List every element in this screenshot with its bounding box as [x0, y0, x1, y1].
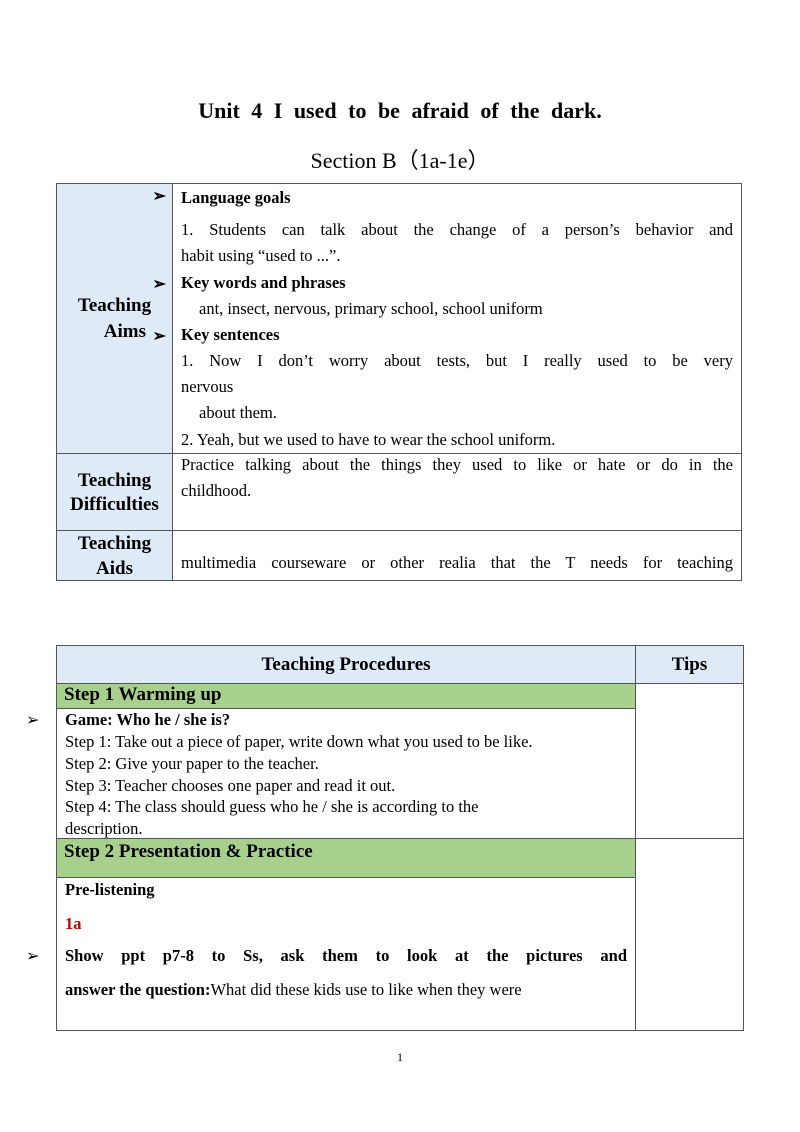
sentence-text: nervous: [181, 377, 234, 396]
key-words-text: ant, insect, nervous, primary school, sc…: [199, 299, 543, 318]
aims-label-1: Teaching: [77, 295, 152, 316]
game-title: Game: Who he / she is?: [65, 710, 231, 729]
step-line: Step 2: Give your paper to the teacher.: [65, 754, 319, 773]
step2-heading: Step 2 Presentation & Practice: [56, 838, 636, 878]
page-title: Unit 4 I used to be afraid of the dark.: [198, 98, 602, 123]
step2-content-cell: Pre-listening 1a ➢ Show ppt p7-8 to Ss, …: [26, 877, 636, 1031]
activity-instruction: answer the question:What did these kids …: [65, 980, 627, 1000]
difficulties-text: Practice talking about the things they u…: [181, 455, 733, 474]
teaching-info-table: Teaching Aims ➢ ➢ ➢ Language goals 1. St…: [56, 183, 742, 581]
activity-instruction: Show ppt p7-8 to Ss, ask them to look at…: [65, 946, 627, 965]
goal-text: habit using “used to ...”.: [181, 246, 341, 265]
difficulties-label-cell: Teaching Difficulties: [56, 453, 173, 531]
language-goals-heading: Language goals: [181, 188, 291, 207]
step1-content-cell: ➢ Game: Who he / she is? Step 1: Take ou…: [26, 708, 636, 839]
procedures-table: Teaching Procedures Tips Step 1 Warming …: [26, 645, 744, 1031]
sentence-text: 1. Now I don’t worry about tests, but I …: [181, 351, 733, 370]
step-line: Step 3: Teacher chooses one paper and re…: [65, 776, 396, 795]
step1-heading: Step 1 Warming up: [56, 683, 636, 709]
aids-label-2: Aids: [96, 558, 133, 579]
arrow-bullet-icon: ➢: [152, 328, 166, 345]
arrow-bullet-icon: ➢: [26, 948, 40, 965]
difficulties-text: childhood.: [181, 481, 252, 500]
aids-text: multimedia courseware or other realia th…: [181, 553, 733, 572]
difficulties-content-cell: Practice talking about the things they u…: [172, 453, 742, 531]
activity-1a-label: 1a: [65, 914, 82, 933]
aims-content-cell: Language goals 1. Students can talk abou…: [172, 183, 742, 454]
step2-tips-cell: [635, 838, 744, 1031]
procedures-header: Teaching Procedures: [56, 645, 636, 684]
arrow-bullet-icon: ➢: [26, 712, 40, 729]
sentence-text: 2. Yeah, but we used to have to wear the…: [181, 430, 556, 449]
key-sentences-heading: Key sentences: [181, 325, 280, 344]
page-number: 1: [397, 1050, 403, 1064]
tips-header: Tips: [635, 645, 744, 684]
sentence-text: about them.: [199, 403, 277, 422]
step1-tips-cell: [635, 683, 744, 839]
difficulties-label-1: Teaching: [77, 470, 152, 491]
aids-content-cell: multimedia courseware or other realia th…: [172, 530, 742, 581]
goal-text: 1. Students can talk about the change of…: [181, 220, 733, 239]
step-line: Step 1: Take out a piece of paper, write…: [65, 732, 533, 751]
section-subtitle: Section B（1a-1e）: [310, 148, 490, 173]
aids-label-1: Teaching: [77, 533, 152, 554]
step-line: description.: [65, 819, 143, 838]
instruction-rest: What did these kids use to like when the…: [210, 980, 522, 999]
aims-label-cell: Teaching Aims ➢ ➢ ➢: [56, 183, 173, 454]
aims-label-2: Aims: [103, 321, 146, 342]
difficulties-label-2: Difficulties: [70, 494, 159, 515]
instruction-bold-part: answer the question:: [65, 980, 211, 999]
pre-listening-heading: Pre-listening: [65, 880, 155, 899]
step-line: Step 4: The class should guess who he / …: [65, 797, 479, 816]
aids-label-cell: Teaching Aids: [56, 530, 173, 581]
arrow-bullet-icon: ➢: [152, 188, 166, 205]
key-words-heading: Key words and phrases: [181, 273, 346, 292]
arrow-bullet-icon: ➢: [152, 276, 166, 293]
